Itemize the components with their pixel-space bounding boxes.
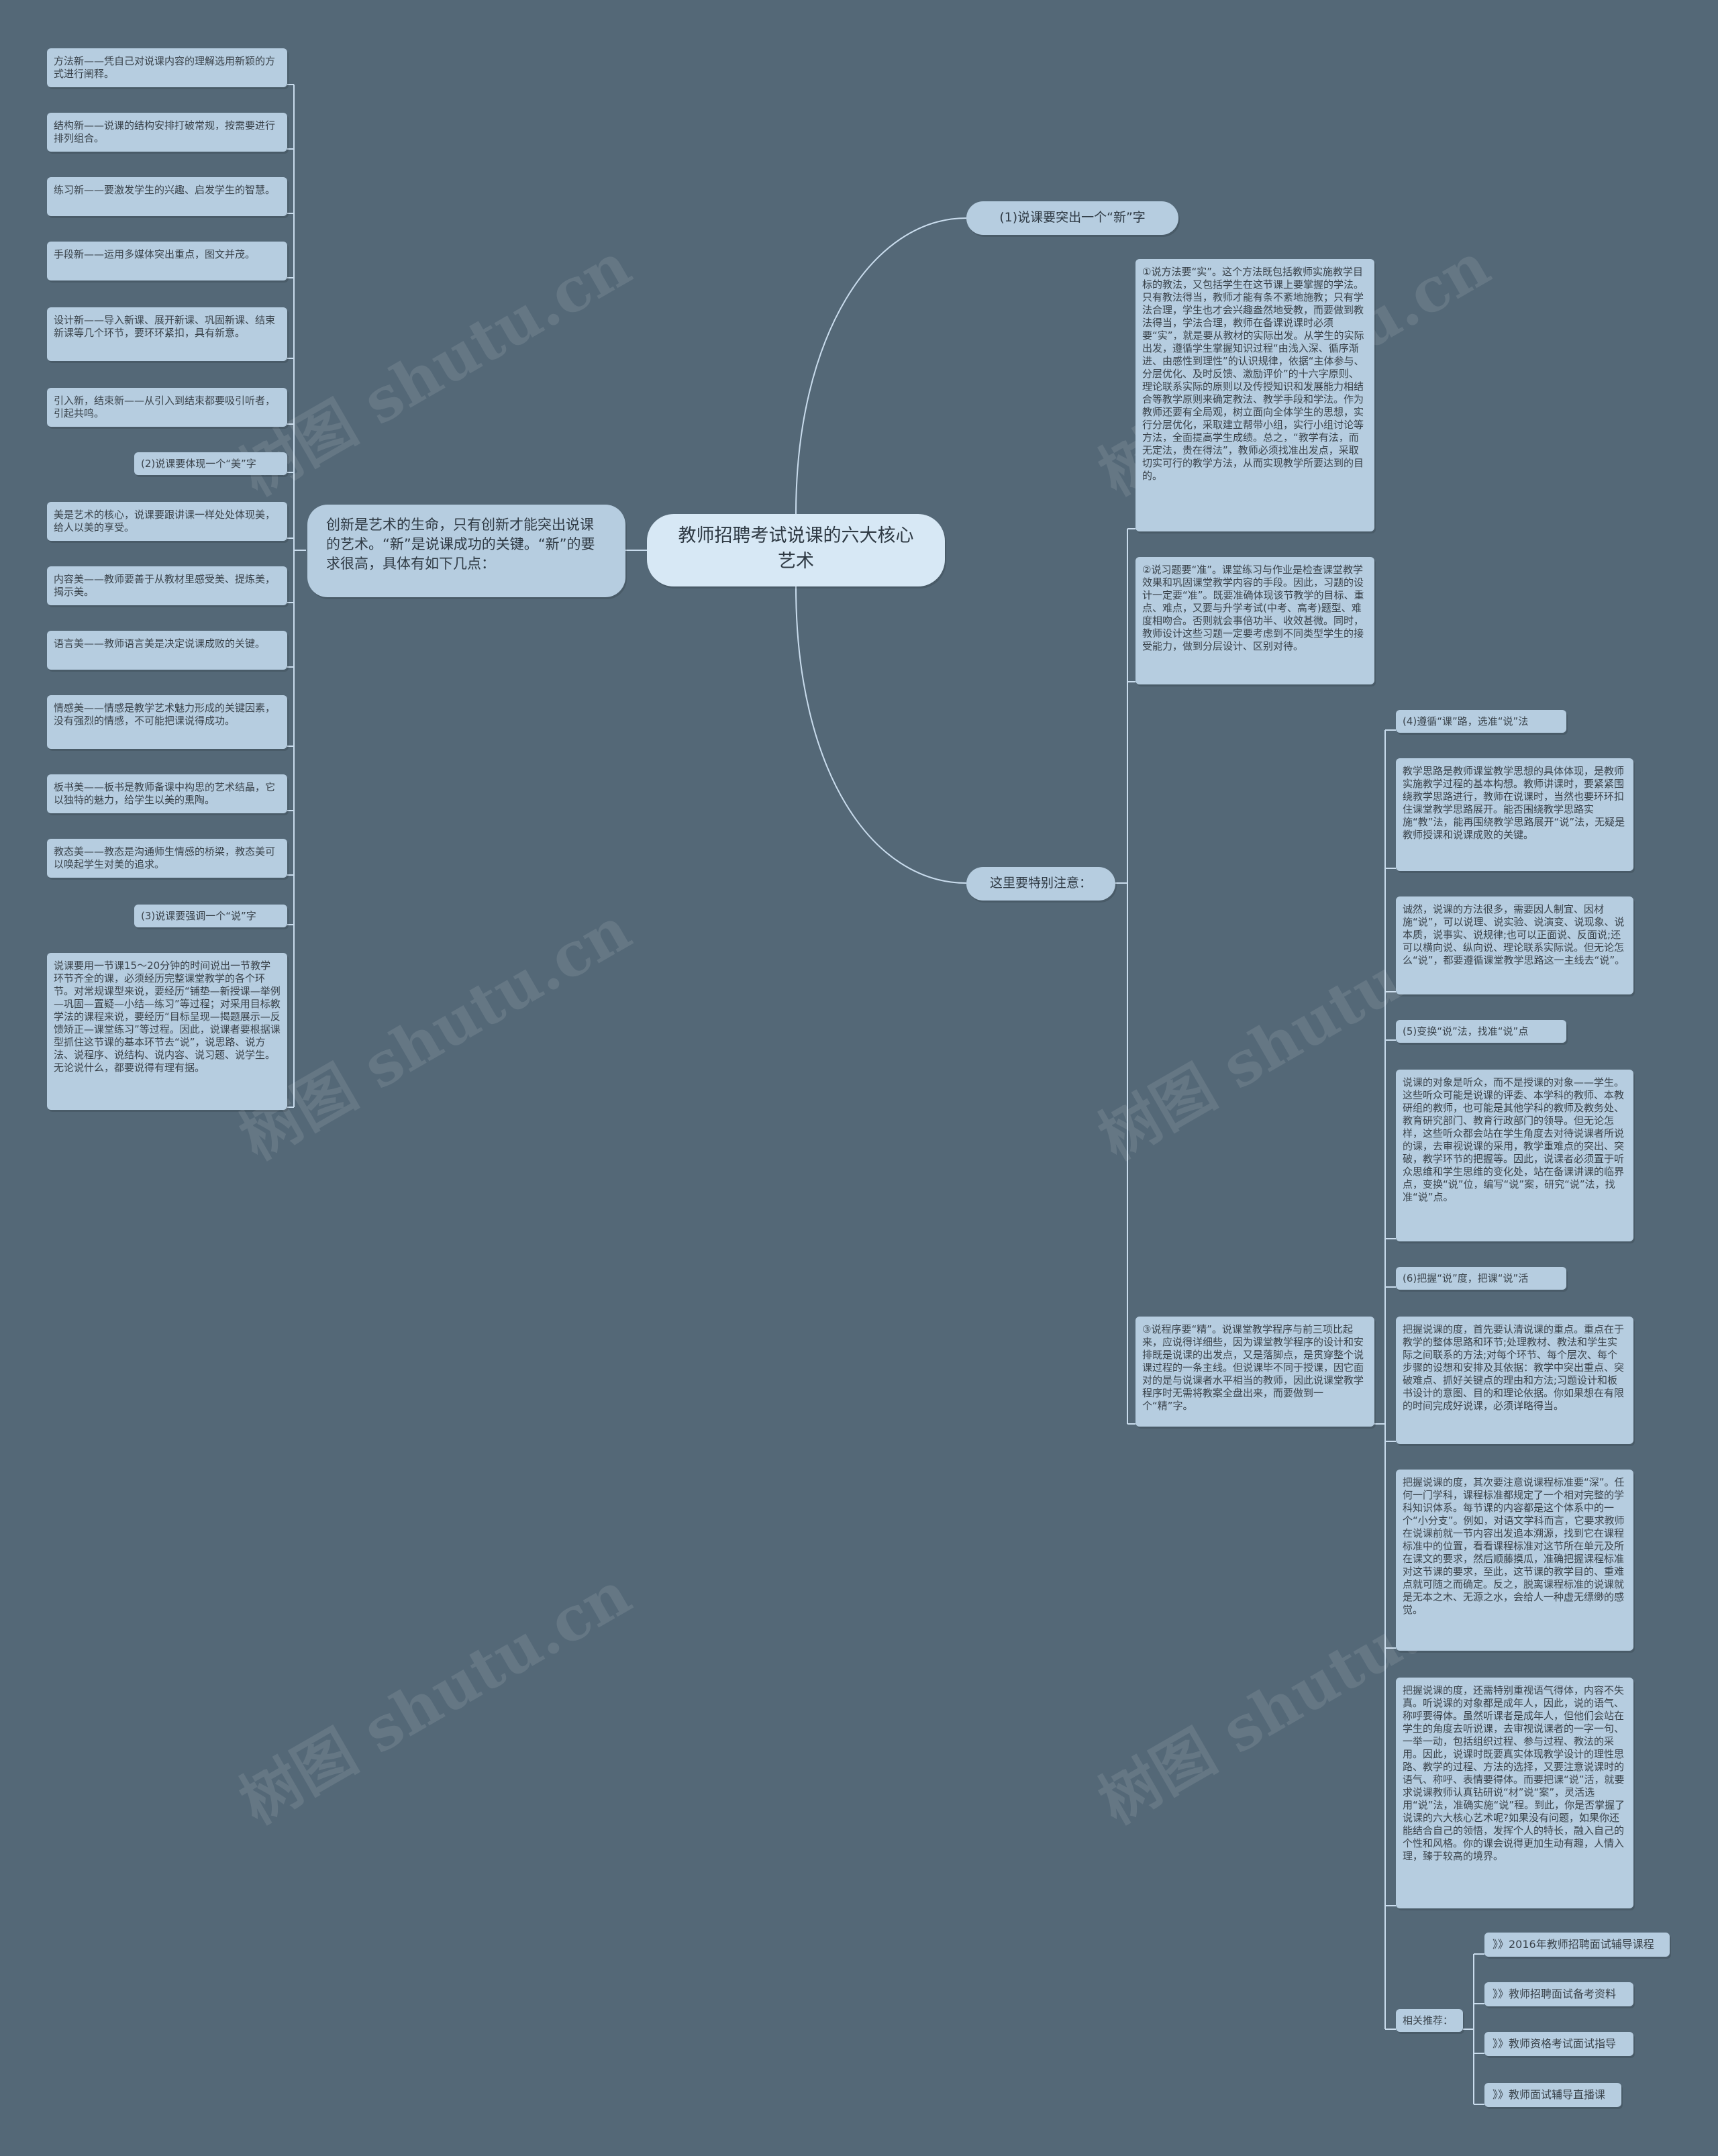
- right-far-node[interactable]: (6)把握“说”度，把课“说”活: [1396, 1267, 1566, 1290]
- left-item-node[interactable]: 板书美——板书是教师备课中构思的艺术结晶，它以独特的魅力，给学生以美的熏陶。: [47, 774, 287, 813]
- connector-line: [795, 217, 967, 515]
- right-far-node[interactable]: (4)遵循“课”路，选准“说”法: [1396, 710, 1566, 733]
- related-link[interactable]: 》》2016年教师招聘面试辅导课程: [1484, 1933, 1670, 1957]
- right-mid-node[interactable]: ③说程序要“精”。说课堂教学程序与前三项比起来，应说得详细些，因为课堂教学程序的…: [1135, 1317, 1374, 1427]
- right-mid-node[interactable]: ②说习题要“准”。课堂练习与作业是检查课堂教学效果和巩固课堂教学内容的手段。因此…: [1135, 557, 1374, 684]
- right-far-node[interactable]: (5)变换“说”法，找准“说”点: [1396, 1020, 1566, 1043]
- left-item-node[interactable]: 引入新，结束新——从引入到结束都要吸引听者，引起共鸣。: [47, 388, 287, 427]
- left-item-node[interactable]: 美是艺术的核心，说课要跟讲课一样处处体现美，给人以美的享受。: [47, 502, 287, 541]
- right-far-node[interactable]: 诚然，说课的方法很多，需要因人制宜、因材施“说”，可以说理、说实验、说演变、说现…: [1396, 896, 1633, 994]
- left-item-node[interactable]: 说课要用一节课15～20分钟的时间说出一节教学环节齐全的课，必须经历完整课堂教学…: [47, 953, 287, 1110]
- connector-line: [795, 586, 967, 884]
- root-node[interactable]: 教师招聘考试说课的六大核心艺术: [647, 514, 945, 586]
- right-mid-node[interactable]: ①说方法要“实”。这个方法既包括教师实施教学目标的教法，又包括学生在这节课上要掌…: [1135, 259, 1374, 531]
- right-top-node[interactable]: (1)说课要突出一个“新”字: [966, 201, 1178, 235]
- right-far-node[interactable]: 把握说课的度，首先要认清说课的重点。重点在于教学的整体思路和环节;处理教材、教法…: [1396, 1317, 1633, 1444]
- right-far-node[interactable]: 把握说课的度，还需特别重视语气得体，内容不失真。听说课的对象都是成年人，因此，说…: [1396, 1678, 1633, 1908]
- right-far-node[interactable]: 相关推荐：: [1396, 2009, 1463, 2032]
- related-link[interactable]: 》》教师招聘面试备考资料: [1484, 1982, 1633, 2006]
- left-item-node[interactable]: (2)说课要体现一个“美”字: [134, 452, 287, 475]
- right-far-node[interactable]: 把握说课的度，其次要注意说课程标准要“深”。任何一门学科，课程标准都规定了一个相…: [1396, 1470, 1633, 1651]
- right-far-node[interactable]: 教学思路是教师课堂教学思想的具体体现，是教师实施教学过程的基本构想。教师讲课时，…: [1396, 758, 1633, 871]
- left-item-node[interactable]: 情感美——情感是教学艺术魅力形成的关键因素，没有强烈的情感，不可能把课说得成功。: [47, 695, 287, 749]
- left-item-node[interactable]: 内容美——教师要善于从教材里感受美、提炼美，揭示美。: [47, 566, 287, 605]
- left-item-node[interactable]: (3)说课要强调一个“说”字: [134, 905, 287, 927]
- left-item-node[interactable]: 练习新——要激发学生的兴趣、启发学生的智慧。: [47, 177, 287, 216]
- left-main-node[interactable]: 创新是艺术的生命，只有创新才能突出说课的艺术。“新”是说课成功的关键。“新”的要…: [307, 505, 625, 597]
- right-main-node[interactable]: 这里要特别注意：: [966, 867, 1115, 901]
- left-item-node[interactable]: 手段新——运用多媒体突出重点，图文并茂。: [47, 242, 287, 280]
- right-far-node[interactable]: 说课的对象是听众，而不是授课的对象——学生。这些听众可能是说课的评委、本学科的教…: [1396, 1070, 1633, 1241]
- related-link[interactable]: 》》教师面试辅导直播课: [1484, 2083, 1621, 2107]
- related-link[interactable]: 》》教师资格考试面试指导: [1484, 2032, 1633, 2056]
- left-item-node[interactable]: 结构新——说课的结构安排打破常规，按需要进行排列组合。: [47, 113, 287, 152]
- left-item-node[interactable]: 教态美——教态是沟通师生情感的桥梁，教态美可以唤起学生对美的追求。: [47, 839, 287, 878]
- left-item-node[interactable]: 设计新——导入新课、展开新课、巩固新课、结束新课等几个环节，要环环紧扣，具有新意…: [47, 307, 287, 361]
- left-item-node[interactable]: 语言美——教师语言美是决定说课成败的关键。: [47, 631, 287, 670]
- left-item-node[interactable]: 方法新——凭自己对说课内容的理解选用新颖的方式进行阐释。: [47, 48, 287, 87]
